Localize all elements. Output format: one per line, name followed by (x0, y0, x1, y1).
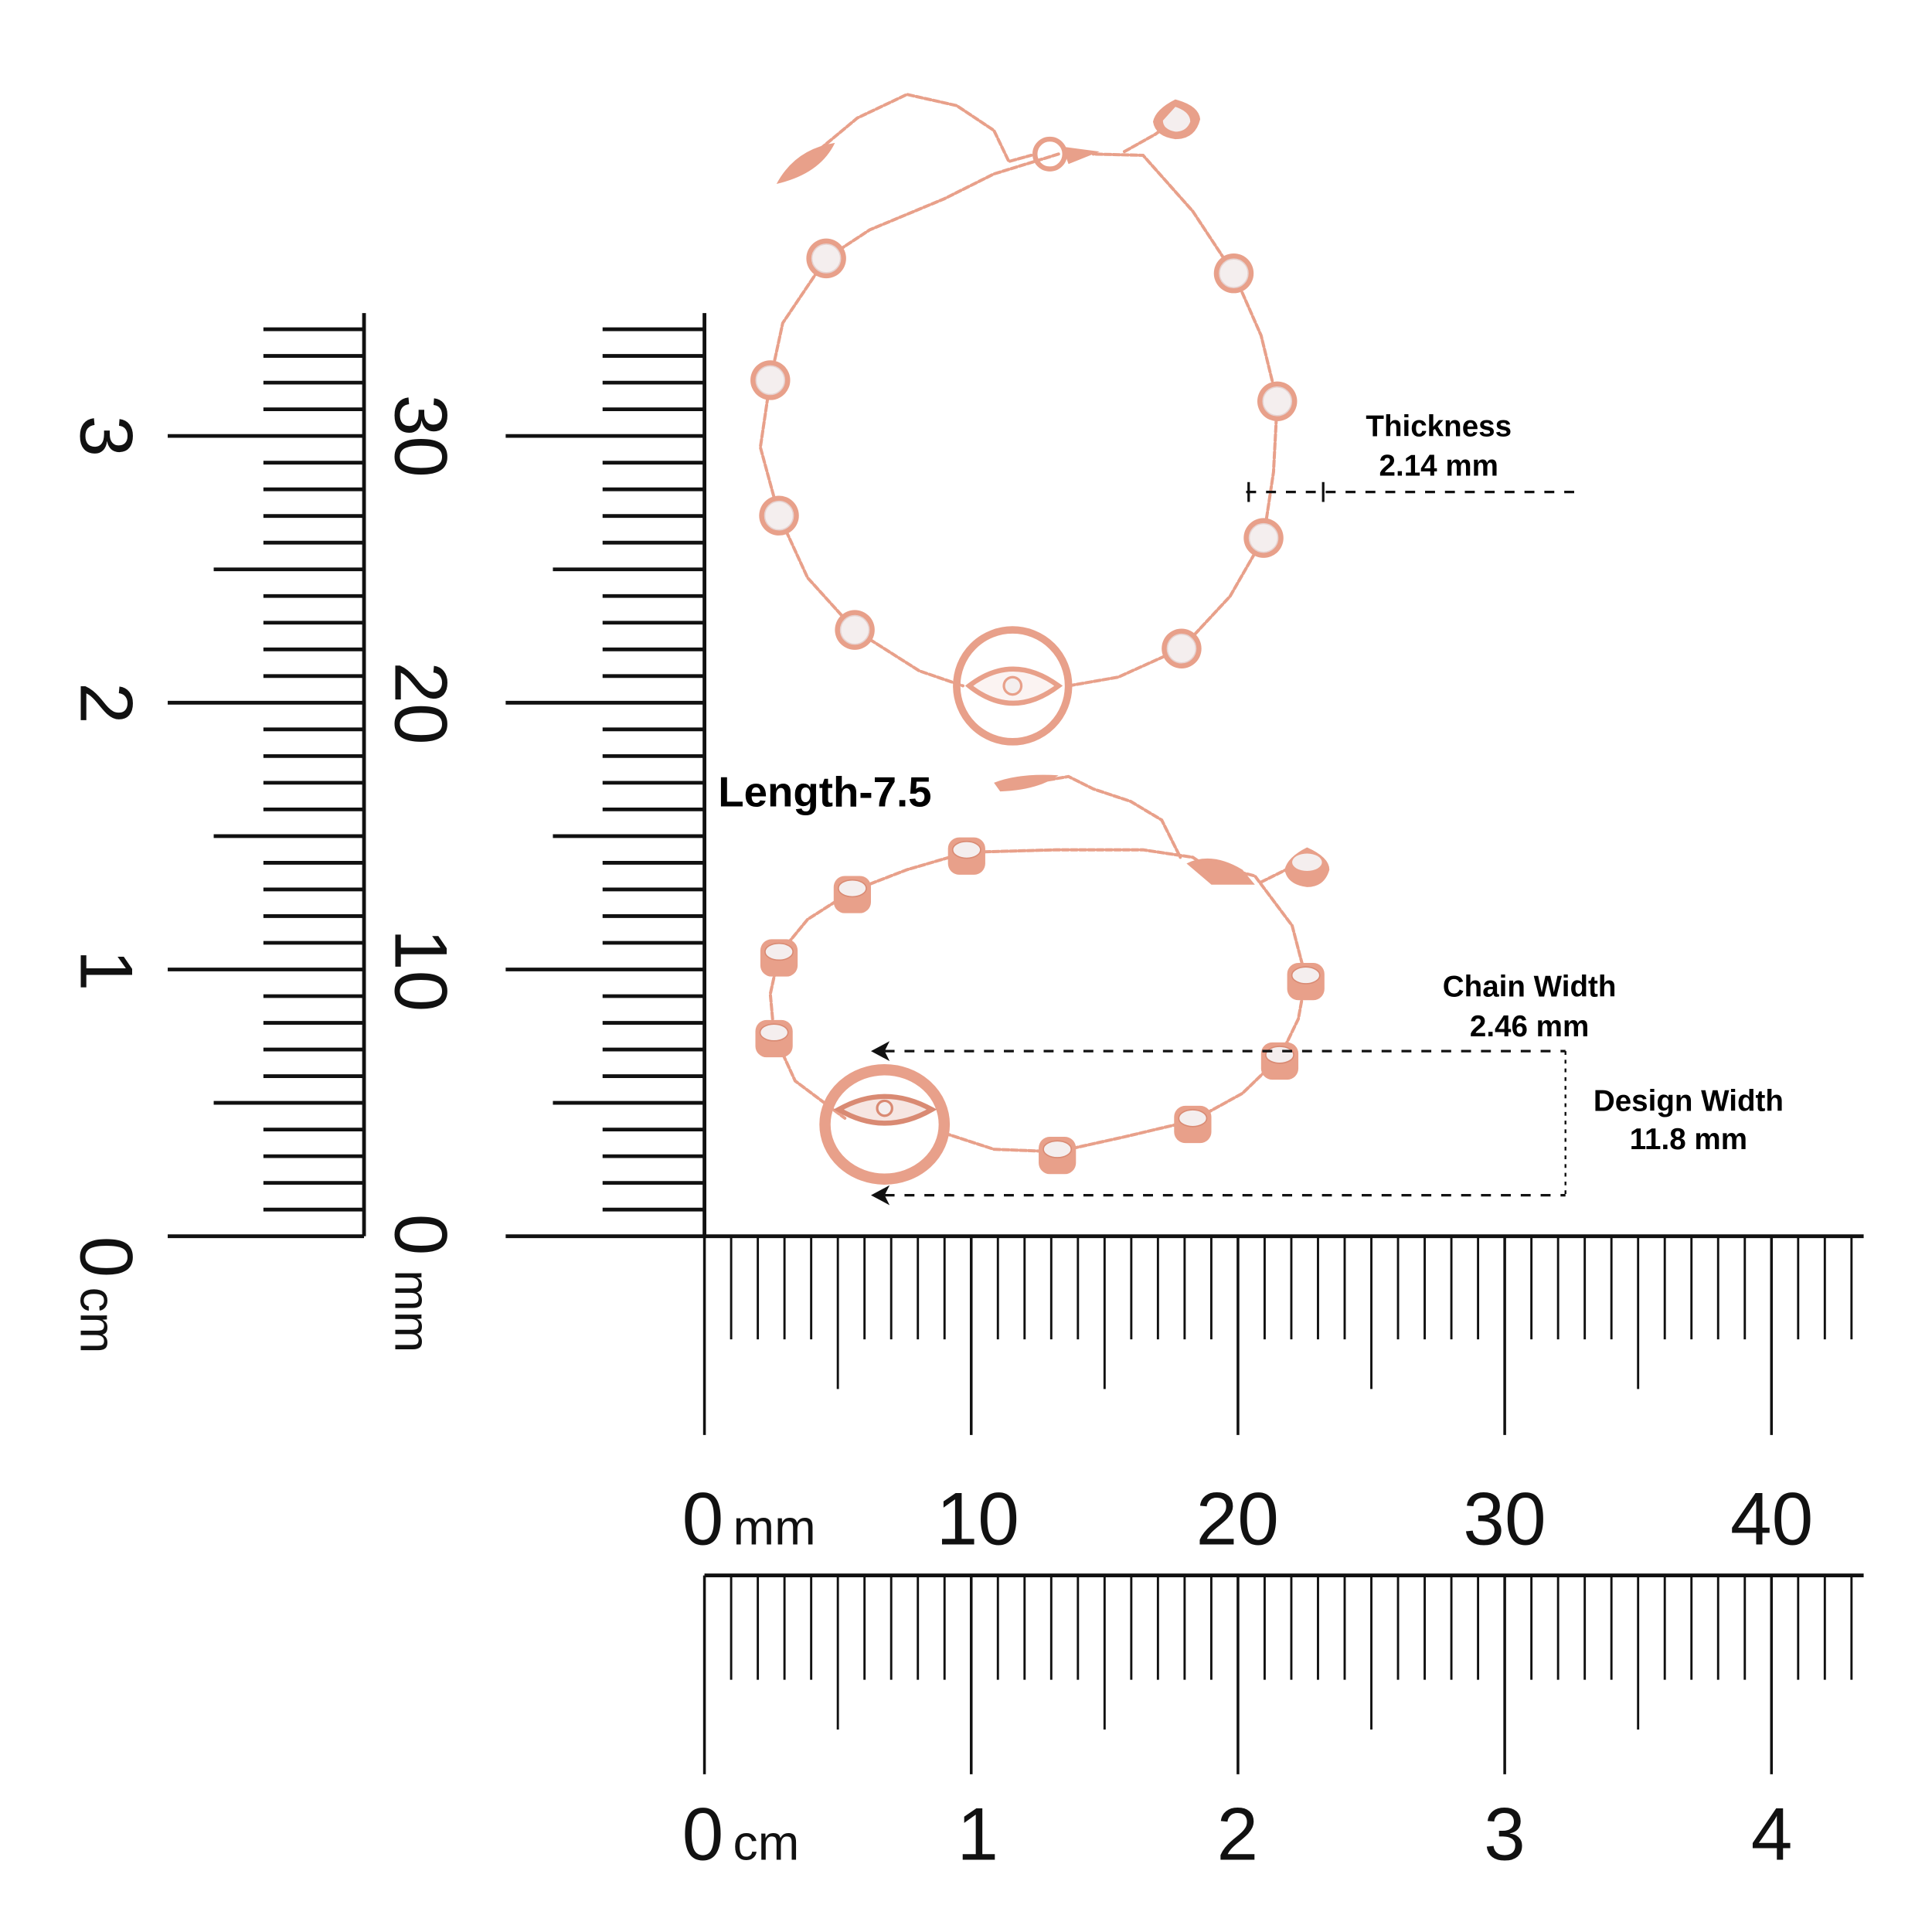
unit-label: cm (733, 1815, 800, 1871)
horizontal-cm-ruler (702, 1573, 1864, 1774)
chain (1029, 774, 1182, 859)
tick-label: 1 (957, 1794, 998, 1876)
horizontal-mm-labels: 0 mm 10 20 30 40 (682, 1478, 1814, 1560)
tick-label: 3 (65, 415, 148, 457)
tick-label: 30 (1463, 1478, 1546, 1560)
chain (942, 868, 1308, 1154)
chain-width-value: 2.46 mm (1470, 1010, 1589, 1043)
stone (1262, 386, 1293, 417)
bracelet-top-view (750, 93, 1298, 746)
tick-label: 0 (379, 1214, 461, 1256)
unit-label: cm (70, 1287, 126, 1354)
teardrop-stone (1292, 853, 1322, 872)
teardrop-stone (1162, 107, 1191, 132)
stone (1219, 258, 1249, 289)
chain-width-label: Chain Width (1443, 970, 1617, 1003)
arrow-left-icon (871, 1041, 890, 1061)
stone (1265, 1046, 1294, 1064)
stone (755, 365, 786, 396)
bracelet-side-view (755, 774, 1330, 1185)
tick-label: 3 (1484, 1794, 1526, 1876)
stone (1178, 1109, 1208, 1128)
tick-label: 20 (1196, 1478, 1279, 1560)
stone (951, 841, 981, 859)
evil-eye-center (876, 1099, 893, 1117)
tick-label: 40 (1730, 1478, 1813, 1560)
stone (811, 243, 842, 274)
tick-label: 0 (682, 1478, 724, 1560)
design-width-label: Design Width (1594, 1084, 1784, 1117)
tick-label: 0 (682, 1794, 724, 1876)
horizontal-mm-ruler (702, 1234, 1864, 1435)
tick-label: 2 (1216, 1794, 1258, 1876)
chain (758, 152, 1060, 688)
stone (759, 1023, 789, 1042)
stone (1291, 966, 1321, 985)
tick-label: 20 (379, 662, 461, 744)
tick-label: 4 (1751, 1794, 1793, 1876)
extender-tag (994, 774, 1059, 792)
stone (764, 500, 794, 531)
thickness-value: 2.14 mm (1379, 450, 1498, 483)
chain (818, 93, 1033, 164)
vertical-cm-labels: 0 cm 1 2 3 (65, 415, 148, 1353)
tick-label: 30 (379, 395, 461, 478)
lobster-clasp (1032, 136, 1068, 172)
vertical-cm-ruler (168, 313, 366, 1239)
stone (1166, 633, 1197, 664)
horizontal-cm-labels: 0 cm 1 2 3 4 (682, 1794, 1793, 1876)
thickness-label: Thickness (1366, 410, 1512, 443)
stone (839, 614, 870, 645)
tick-label: 2 (65, 682, 148, 724)
vertical-mm-labels: 0 mm 10 20 30 (379, 395, 461, 1353)
tick-label: 0 (65, 1236, 148, 1278)
clasp-lever (1062, 146, 1100, 165)
length-label: Length-7.5 (718, 768, 931, 815)
extender-tag (776, 142, 835, 184)
width-annotation: Chain Width 2.46 mm Design Width 11.8 mm (871, 970, 1784, 1206)
stone (838, 879, 867, 898)
vertical-mm-ruler (505, 313, 706, 1239)
chain (964, 848, 1213, 872)
stone (1043, 1140, 1073, 1158)
lobster-clasp (1186, 858, 1255, 885)
thickness-annotation: Thickness 2.14 mm (1246, 410, 1581, 502)
evil-eye-center (1002, 675, 1023, 696)
tick-label: 10 (937, 1478, 1019, 1560)
stone (764, 942, 794, 961)
tick-label: 1 (65, 950, 148, 992)
design-width-value: 11.8 mm (1630, 1123, 1747, 1156)
tick-label: 10 (379, 929, 461, 1012)
evil-eye-ring (953, 626, 1073, 746)
unit-label: mm (384, 1270, 440, 1352)
unit-label: mm (733, 1499, 816, 1555)
stone (1248, 522, 1279, 553)
arrow-left-icon (871, 1185, 890, 1206)
chain (1066, 152, 1279, 688)
evil-eye-ring (819, 1064, 951, 1185)
